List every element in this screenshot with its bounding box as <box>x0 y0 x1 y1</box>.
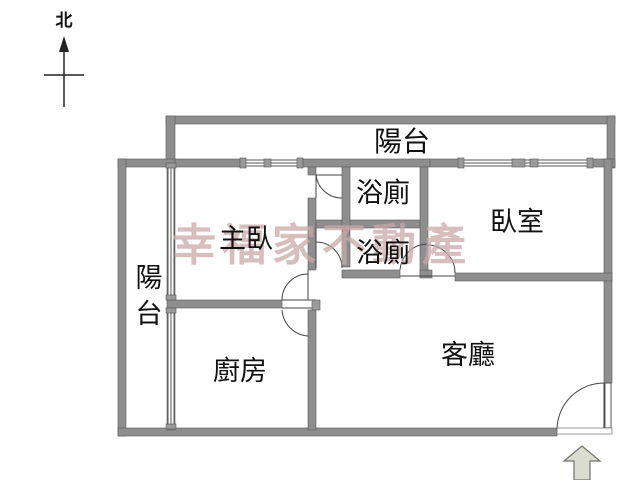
north-arrow-icon <box>44 36 84 107</box>
room-label-bath-1: 浴廁 <box>356 178 410 209</box>
balcony-left-char: 台 <box>136 299 163 330</box>
room-label-bedroom: 臥室 <box>490 207 544 238</box>
window-frames <box>165 157 594 430</box>
room-label-master-bedroom: 主臥 <box>219 224 273 255</box>
entrance-arrow-icon <box>562 445 602 480</box>
north-label: 北 <box>56 11 73 31</box>
balcony-left-text: 陽台 <box>136 263 163 330</box>
room-label-bath-2: 浴廁 <box>356 238 410 269</box>
watermark: 幸福家不動產 <box>172 220 472 271</box>
walls <box>117 115 616 437</box>
door-jambs <box>311 299 613 435</box>
room-label-balcony-top: 陽台 <box>374 125 430 158</box>
doors <box>281 174 612 431</box>
room-label-living-room: 客廳 <box>441 340 495 371</box>
room-label-balcony-left: 陽台 <box>136 263 163 330</box>
balcony-left-char: 陽 <box>136 263 163 294</box>
room-label-kitchen: 廚房 <box>213 356 267 387</box>
